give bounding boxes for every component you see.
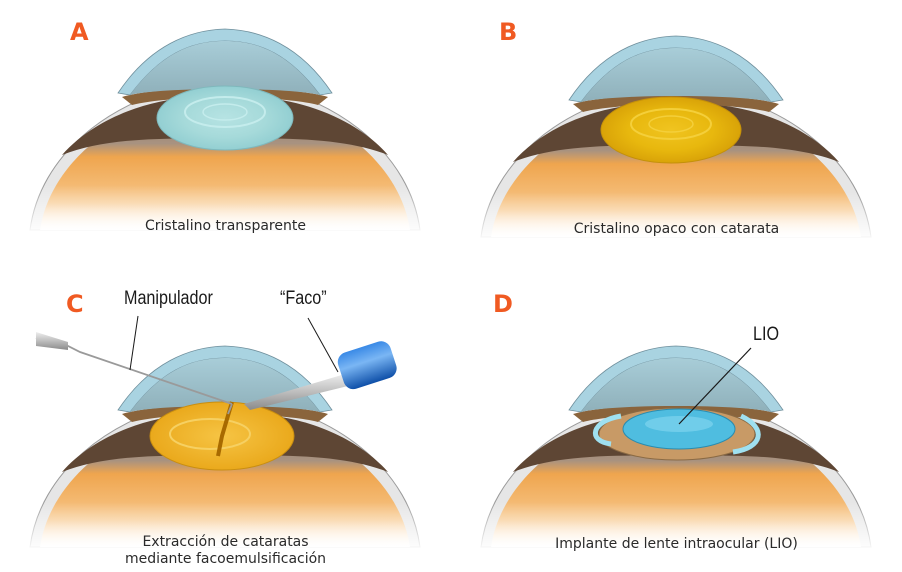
eye-illustration xyxy=(19,315,431,553)
faco-handpiece xyxy=(244,341,397,410)
manipulator-instrument xyxy=(35,332,233,415)
panel-c-phacoemulsification: C Manipulador “Faco” Extracción de catar… xyxy=(0,286,451,572)
eye-illustration xyxy=(470,345,882,553)
faco-label: “Faco” xyxy=(280,288,327,309)
panel-caption-line1: Extracción de cataratas xyxy=(142,534,309,550)
iol-haptic-left xyxy=(592,413,622,447)
lens-clear xyxy=(156,85,294,151)
eye-illustration xyxy=(470,35,882,243)
panel-caption: Cristalino transparente xyxy=(145,218,306,234)
panel-caption-line2: mediante facoemulsificación xyxy=(124,551,327,567)
panel-letter: D xyxy=(493,290,513,318)
panel-letter: A xyxy=(70,18,89,46)
manipulator-label: Manipulador xyxy=(124,288,213,309)
panel-d-iol-implant: D LIO Implante de lente intraocular (LIO… xyxy=(451,286,902,572)
panel-letter: C xyxy=(66,290,84,318)
panel-caption: Cristalino opaco con catarata xyxy=(573,221,780,237)
panel-letter: B xyxy=(499,18,518,46)
panel-b-cataract-lens: B Cristalino opaco con catarata xyxy=(451,0,902,286)
panel-caption: Implante de lente intraocular (LIO) xyxy=(555,536,798,552)
eye-illustration xyxy=(19,28,431,236)
lens-cloudy xyxy=(600,96,742,164)
iol-label: LIO xyxy=(753,324,780,345)
panel-a-clear-lens: A Cristalino transparente xyxy=(0,0,451,286)
iol-haptic-right xyxy=(732,413,761,455)
